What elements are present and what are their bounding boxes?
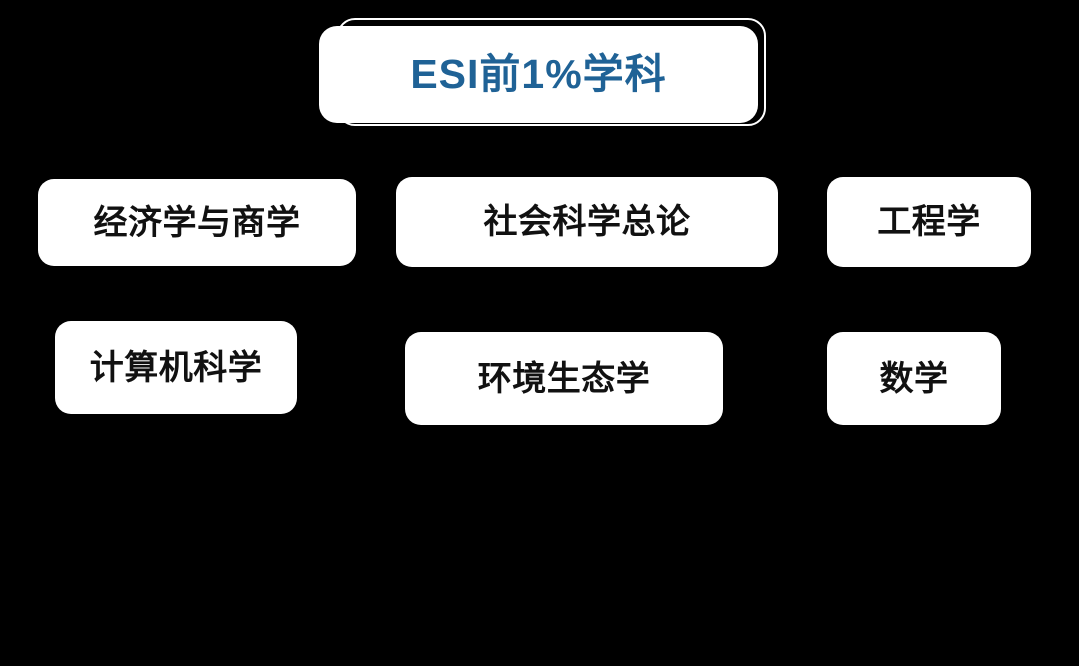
discipline-box-social-sciences-general[interactable]: 社会科学总论 xyxy=(396,177,778,267)
discipline-label: 数学 xyxy=(879,359,949,398)
discipline-box-environment-ecology[interactable]: 环境生态学 xyxy=(405,332,723,425)
discipline-box-mathematics[interactable]: 数学 xyxy=(827,332,1001,425)
discipline-label: 工程学 xyxy=(877,203,981,241)
discipline-box-economics-and-business[interactable]: 经济学与商学 xyxy=(38,179,356,266)
discipline-box-computer-science[interactable]: 计算机科学 xyxy=(55,321,297,414)
title-label: ESI前1%学科 xyxy=(410,51,667,97)
title-card-esi-top-1-percent-disciplines[interactable]: ESI前1%学科 xyxy=(319,26,758,123)
discipline-box-engineering[interactable]: 工程学 xyxy=(827,177,1031,267)
discipline-label: 环境生态学 xyxy=(477,359,651,398)
discipline-label: 社会科学总论 xyxy=(483,203,691,241)
discipline-label: 计算机科学 xyxy=(89,348,263,387)
discipline-label: 经济学与商学 xyxy=(93,203,301,242)
